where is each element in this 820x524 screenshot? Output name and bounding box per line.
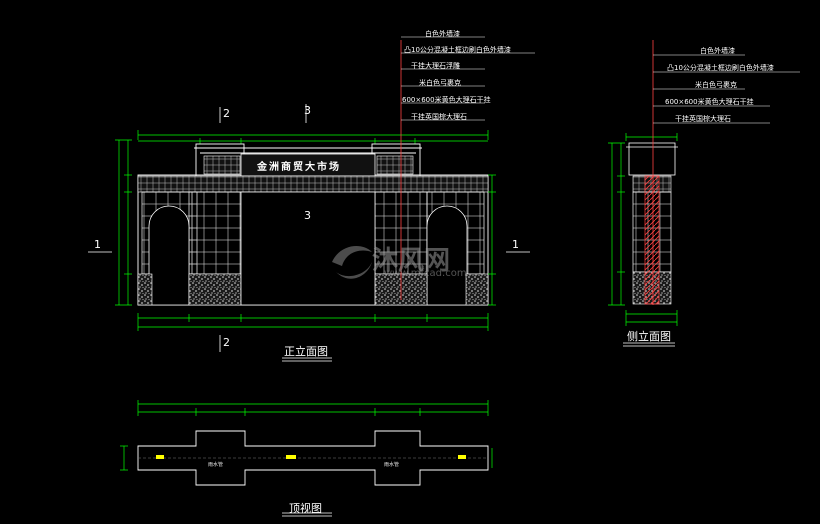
side-note-4: 600×600米黄色大理石干挂 — [665, 98, 754, 106]
right-arch-opening — [426, 205, 468, 306]
plan-dimensions — [120, 400, 493, 471]
left-end-base — [137, 273, 153, 306]
front-right-dimensions — [488, 174, 496, 306]
watermark-logo — [332, 246, 372, 279]
right-end-base — [465, 273, 489, 306]
plan-marker-right — [458, 455, 466, 459]
side-note-1: 白色外墙漆 — [700, 47, 735, 55]
side-note-3: 米白色弓裹克 — [695, 81, 737, 89]
left-relief-panel — [203, 155, 241, 175]
side-note-5: 干挂英国棕大理石 — [675, 115, 731, 123]
front-note-1: 白色外墙漆 — [425, 30, 460, 38]
side-section-hatch — [644, 175, 660, 305]
plan-marker-left — [156, 455, 164, 459]
sign-text: 金洲商贸大市场 — [257, 162, 341, 173]
side-left-dimensions — [608, 142, 625, 306]
watermark-url: www.mfcad.com — [384, 268, 467, 279]
plan-marker-center — [286, 455, 296, 459]
section-mark-left: 1 — [94, 238, 101, 251]
front-elevation-title: 正立面图 — [284, 345, 328, 358]
side-top-dimension — [625, 133, 678, 141]
front-note-3: 干挂大理石浮雕 — [411, 62, 460, 70]
front-elevation — [88, 36, 535, 362]
section-mark-mid: 3 — [304, 209, 311, 222]
section-mark-top-a: 2 — [223, 107, 230, 120]
left-arch-opening — [148, 205, 190, 306]
side-elevation-title: 侧立面图 — [627, 330, 671, 343]
plan-view-title: 顶视图 — [289, 502, 322, 515]
side-bottom-dimensions — [625, 310, 678, 326]
plan-view — [120, 400, 493, 517]
side-cap — [628, 142, 676, 176]
plan-label-right: 雨水管 — [384, 462, 400, 468]
front-note-6: 干挂英国棕大理石 — [411, 113, 467, 121]
side-note-2: 凸10公分混凝土框边刷白色外墙漆 — [667, 64, 774, 72]
side-elevation — [608, 40, 800, 347]
front-top-dimension — [137, 130, 489, 144]
left-main-pillar — [188, 191, 242, 275]
front-note-2: 凸10公分混凝土框边刷白色外墙漆 — [404, 46, 511, 54]
front-bottom-dimensions — [137, 313, 489, 331]
front-left-dimensions — [115, 139, 132, 306]
front-note-4: 米白色弓裹克 — [419, 79, 461, 87]
right-relief-panel — [376, 155, 414, 175]
left-pillar-base — [188, 273, 242, 306]
section-mark-right: 1 — [512, 238, 519, 251]
front-note-5: 600×600米黄色大理石干挂 — [402, 96, 491, 104]
section-mark-bottom: 2 — [223, 336, 230, 349]
plan-label-left: 雨水管 — [208, 462, 224, 468]
decorative-band — [137, 175, 489, 193]
watermark-brand: 沐风网 — [372, 246, 451, 276]
section-mark-top-b: 3 — [304, 104, 311, 117]
